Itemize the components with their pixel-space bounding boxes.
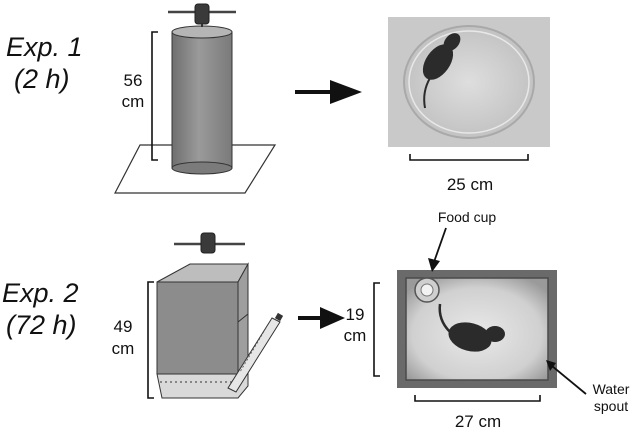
water-spout-label-line1: Water (592, 381, 630, 397)
exp2-box-top (156, 263, 249, 283)
food-cup-icon (414, 277, 440, 303)
exp1-width-bracket (409, 154, 529, 161)
exp2-title: Exp. 2 (2, 278, 79, 308)
food-cup-callout-arrow (428, 227, 447, 272)
exp1-cylinder-body (171, 31, 233, 169)
exp2-arena-width-bracket (414, 395, 541, 402)
exp1-rat-icon (422, 33, 461, 109)
exp1-height-value: 56 (123, 71, 143, 90)
exp2-arena-height-value: 19 (345, 305, 365, 324)
exp1-apparatus (114, 3, 277, 194)
exp1-arena-photo (388, 17, 550, 147)
exp1-arena-diameter-label: 25 cm (446, 175, 494, 194)
water-spout-callout-arrow (546, 360, 587, 395)
exp2-arena-height-unit: cm (343, 326, 367, 345)
exp2-arrow (298, 307, 345, 329)
exp2-box-front (156, 281, 239, 375)
exp2-duration: (72 h) (6, 310, 77, 340)
exp2-arena-width-label: 27 cm (454, 412, 502, 431)
exp2-apparatus (147, 232, 284, 399)
exp2-camera-icon (200, 232, 216, 254)
exp2-arena-height-bracket (373, 282, 380, 377)
exp2-rat-icon (438, 303, 505, 352)
exp1-arrow (295, 80, 362, 104)
exp1-duration: (2 h) (14, 64, 70, 94)
exp2-height-unit: cm (111, 339, 135, 358)
water-spout-label-line2: spout (593, 398, 629, 414)
exp1-title: Exp. 1 (6, 32, 83, 62)
exp2-height-value: 49 (113, 317, 133, 336)
food-cup-label: Food cup (437, 209, 497, 225)
exp2-arena-photo (397, 270, 557, 388)
exp2-box-side (237, 262, 249, 376)
exp1-height-bracket (151, 31, 158, 161)
exp1-cylinder-bottom (171, 161, 233, 175)
exp1-height-unit: cm (121, 92, 145, 111)
exp2-height-bracket (147, 281, 154, 399)
exp1-camera-icon (194, 3, 210, 25)
exp1-cylinder-top (171, 25, 233, 39)
exp2-water-bottle-icon (227, 312, 284, 393)
exp1-circular-arena (403, 25, 535, 139)
